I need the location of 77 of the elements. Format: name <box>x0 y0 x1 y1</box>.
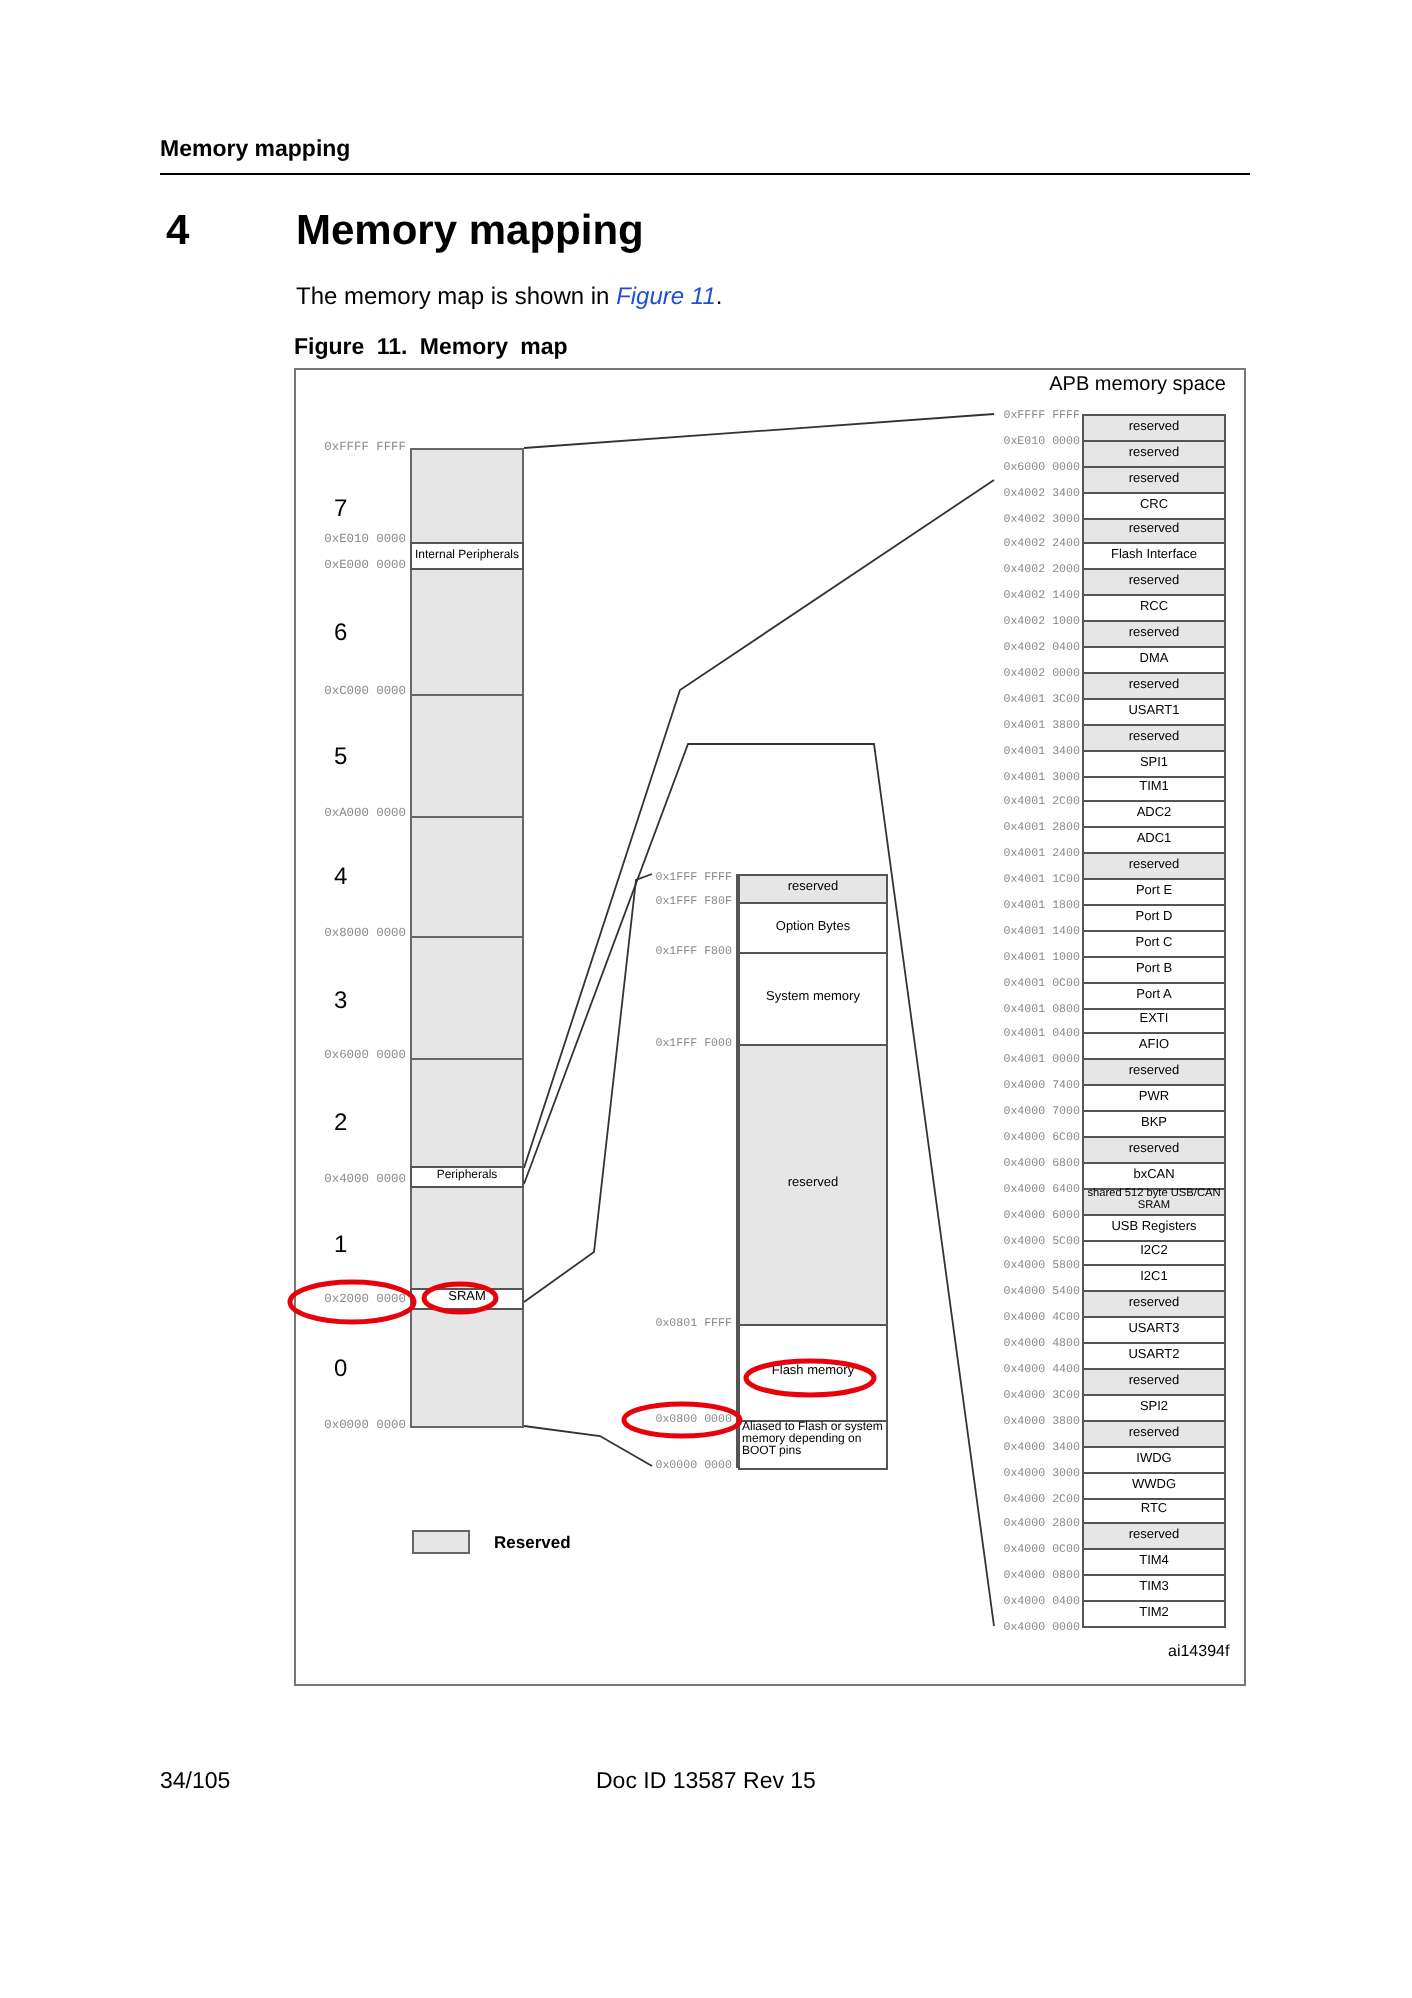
memory-region <box>410 1166 524 1188</box>
connector-line <box>523 479 995 1169</box>
memory-region <box>1082 826 1226 854</box>
region-number: 2 <box>334 1110 348 1134</box>
memory-region <box>738 1420 888 1470</box>
memory-region <box>738 874 888 904</box>
figure-caption: Figure 11. Memory map <box>294 336 568 360</box>
memory-region <box>1082 930 1226 958</box>
region-number: 0 <box>334 1356 348 1380</box>
memory-region <box>1082 1368 1226 1396</box>
memory-region <box>738 1044 888 1326</box>
memory-region <box>1082 440 1226 468</box>
memory-region <box>1082 414 1226 442</box>
memory-region <box>1082 1136 1226 1164</box>
memory-region <box>1082 1574 1226 1602</box>
memory-region <box>1082 1084 1226 1112</box>
region-number: 6 <box>334 620 348 644</box>
memory-region <box>1082 1498 1226 1524</box>
memory-region <box>1082 1110 1226 1138</box>
section-title: Memory mapping <box>296 208 644 256</box>
memory-region <box>1082 724 1226 752</box>
region-number: 1 <box>334 1232 348 1256</box>
column-heading: APB memory space <box>1049 374 1226 396</box>
memory-region <box>1082 800 1226 828</box>
memory-region <box>1082 878 1226 906</box>
connector-line <box>523 1425 653 1467</box>
memory-region <box>1082 568 1226 596</box>
figure-id: ai14394f <box>1168 1642 1230 1660</box>
connector-line <box>523 873 653 1303</box>
memory-region <box>1082 542 1226 570</box>
memory-region <box>1082 518 1226 544</box>
page-header: Memory mapping <box>160 138 351 162</box>
section-number: 4 <box>166 208 190 256</box>
memory-region <box>1082 904 1226 932</box>
memory-region <box>1082 1548 1226 1576</box>
connector-line <box>523 743 995 1627</box>
memory-region <box>1082 1214 1226 1242</box>
memory-region <box>1082 492 1226 520</box>
memory-region <box>1082 956 1226 984</box>
region-number: 3 <box>334 988 348 1012</box>
memory-region <box>1082 1472 1226 1500</box>
region-number: 7 <box>334 496 348 520</box>
memory-region <box>738 902 888 954</box>
memory-region <box>1082 1264 1226 1292</box>
memory-region <box>1082 1008 1226 1034</box>
memory-region <box>1082 1394 1226 1422</box>
legend-label: Reserved <box>494 1532 571 1552</box>
memory-region <box>1082 1446 1226 1474</box>
region-number: 4 <box>334 864 348 888</box>
memory-region <box>1082 1032 1226 1060</box>
memory-region <box>1082 1240 1226 1266</box>
memory-region <box>1082 1342 1226 1370</box>
region-number: 5 <box>334 744 348 768</box>
memory-region <box>1082 646 1226 674</box>
memory-region <box>1082 1058 1226 1086</box>
document-id: Doc ID 13587 Rev 15 <box>596 1770 816 1794</box>
memory-region <box>1082 594 1226 622</box>
memory-region <box>1082 620 1226 648</box>
memory-region <box>1082 1600 1226 1628</box>
memory-region <box>1082 1316 1226 1344</box>
memory-region <box>1082 1522 1226 1550</box>
memory-region <box>1082 750 1226 778</box>
memory-region <box>1082 852 1226 880</box>
memory-region <box>1082 672 1226 700</box>
memory-region <box>738 952 888 1046</box>
memory-map-column <box>410 448 524 1428</box>
memory-region <box>1082 698 1226 726</box>
page-number: 34/105 <box>160 1770 231 1794</box>
memory-region <box>1082 982 1226 1010</box>
memory-region <box>1082 776 1226 802</box>
body-text: The memory map is shown in Figure 11. <box>296 282 723 310</box>
memory-region <box>410 542 524 570</box>
memory-region <box>1082 1162 1226 1190</box>
memory-region <box>1082 466 1226 494</box>
memory-region <box>1082 1290 1226 1318</box>
connector-line <box>523 413 995 449</box>
memory-region <box>1082 1420 1226 1448</box>
